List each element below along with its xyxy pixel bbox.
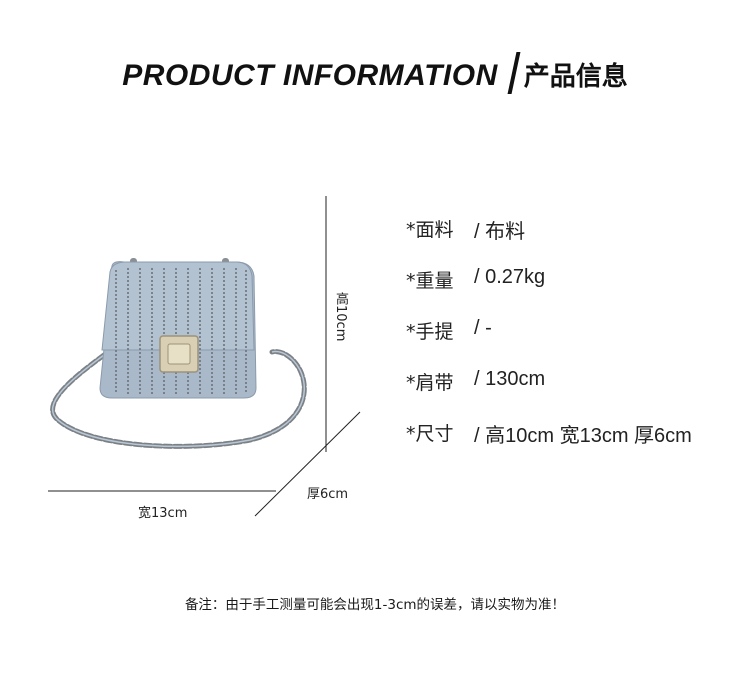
spec-row-material: *面料 / 布料 [406,215,692,266]
spec-row-handle: *手提 / - [406,317,692,368]
chain-strap [50,349,307,449]
spec-label: *肩带 [406,372,454,394]
spec-list: *面料 / 布料 *重量 / 0.27kg *手提 / - *肩带 / 130c… [406,215,692,470]
spec-value: / 0.27kg [474,266,546,288]
height-label: 高10cm [333,292,348,342]
spec-value: / - [474,317,492,339]
spec-value: / 布料 [474,221,526,243]
spec-row-size: *尺寸 / 高10cm 宽13cm 厚6cm [406,419,692,470]
spec-label: *重量 [406,270,454,292]
spec-value: / 130cm [474,368,546,390]
bag-body [99,261,257,399]
spec-label: *尺寸 [406,423,454,445]
spec-label: *手提 [406,321,454,343]
spec-value: / 高10cm 宽13cm 厚6cm [474,425,692,447]
spec-row-strap: *肩带 / 130cm [406,368,692,419]
depth-dimension-line [254,411,361,517]
title-chinese: 产品信息 [523,62,628,92]
depth-label: 厚6cm [307,487,349,502]
measurement-note: 备注：由于手工测量可能会出现1-3cm的误差，请以实物为准！ [184,597,566,613]
spec-label: *面料 [406,219,454,241]
title-english: PRODUCT INFORMATION [122,59,498,92]
spec-row-weight: *重量 / 0.27kg [406,266,692,317]
width-label: 宽13cm [138,506,188,521]
page-header: PRODUCT INFORMATION 产品信息 [0,52,750,94]
